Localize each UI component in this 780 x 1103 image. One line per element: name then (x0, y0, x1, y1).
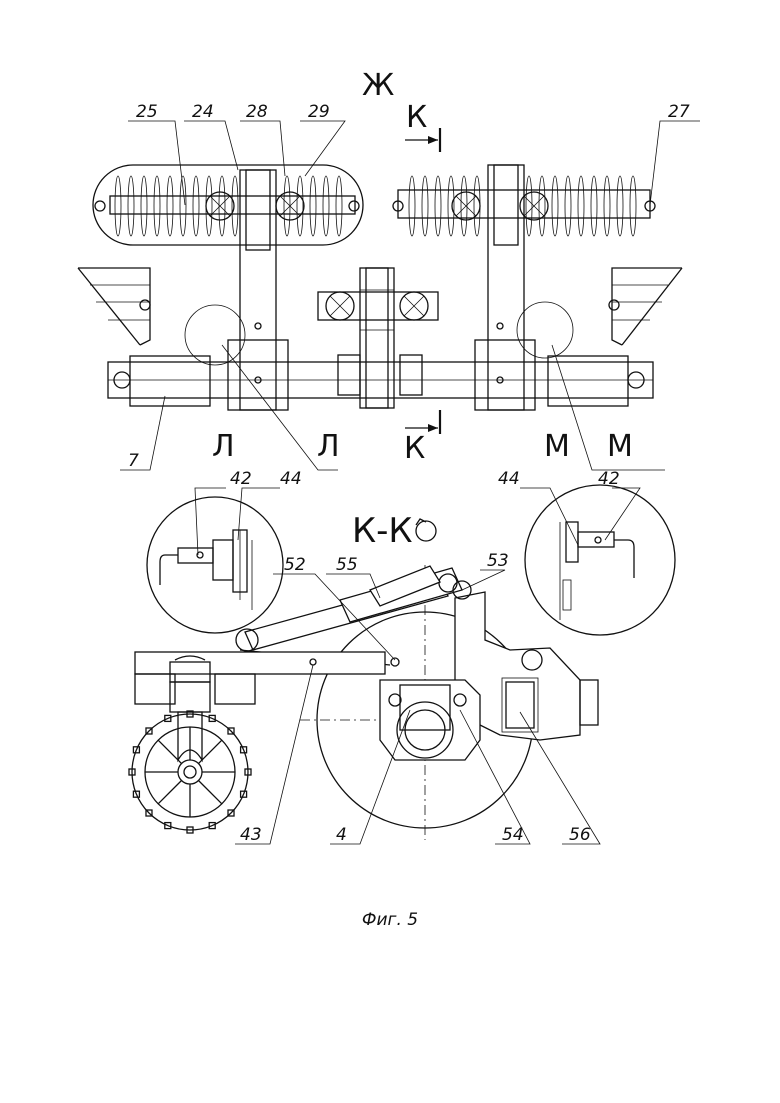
part-label-24: 24 (192, 102, 214, 122)
right-roller-assembly (393, 165, 655, 410)
section-cut-marker-bottom: К (404, 410, 440, 466)
detail-mark-m1: М (544, 429, 570, 464)
part-label-7: 7 (128, 451, 139, 471)
part-label-4: 4 (336, 825, 347, 845)
figure-caption: Фиг. 5 (362, 910, 418, 930)
part-label-55: 55 (336, 555, 358, 575)
section-view: К-К (129, 469, 675, 845)
top-view: Ж (78, 68, 700, 471)
beam-43 (135, 652, 385, 712)
part-label-29: 29 (308, 102, 330, 122)
part-label-28: 28 (246, 102, 268, 122)
rotation-symbol (416, 521, 436, 541)
part-label-54: 54 (502, 825, 524, 845)
cut-mark-top: К (406, 100, 427, 135)
part-label-52: 52 (284, 555, 306, 575)
main-beam-top-view (108, 323, 653, 410)
part-label-44-right: 44 (498, 469, 520, 489)
part-label-25: 25 (136, 102, 158, 122)
leaders-top-view (120, 121, 700, 470)
part-label-43: 43 (240, 825, 262, 845)
section-label: К-К (352, 511, 413, 551)
detail-mark-l1: Л (212, 429, 235, 464)
detail-l-enlarged (147, 497, 283, 633)
detail-mark-m2: М (607, 429, 633, 464)
frame-body (380, 592, 598, 760)
part-label-53: 53 (487, 551, 509, 571)
part-label-56: 56 (569, 825, 591, 845)
part-label-44-left: 44 (280, 469, 302, 489)
detail-circle-l (185, 305, 245, 365)
part-label-42-right: 42 (598, 469, 620, 489)
part-label-27: 27 (668, 102, 690, 122)
center-roller-assembly (318, 268, 438, 408)
link-arm (236, 566, 471, 666)
support-wheel (129, 711, 251, 833)
detail-circle-m (517, 302, 573, 358)
left-roller-teeth (115, 176, 342, 236)
detail-mark-l2: Л (317, 429, 340, 464)
right-roller-teeth (409, 176, 636, 236)
detail-m-enlarged (525, 485, 675, 635)
part-label-42-left: 42 (230, 469, 252, 489)
section-cut-marker-top: К (405, 100, 440, 152)
cut-mark-bottom: К (404, 431, 425, 466)
view-label: Ж (362, 68, 394, 103)
right-side-partial-roller (609, 268, 682, 345)
left-side-partial-roller (78, 268, 150, 345)
